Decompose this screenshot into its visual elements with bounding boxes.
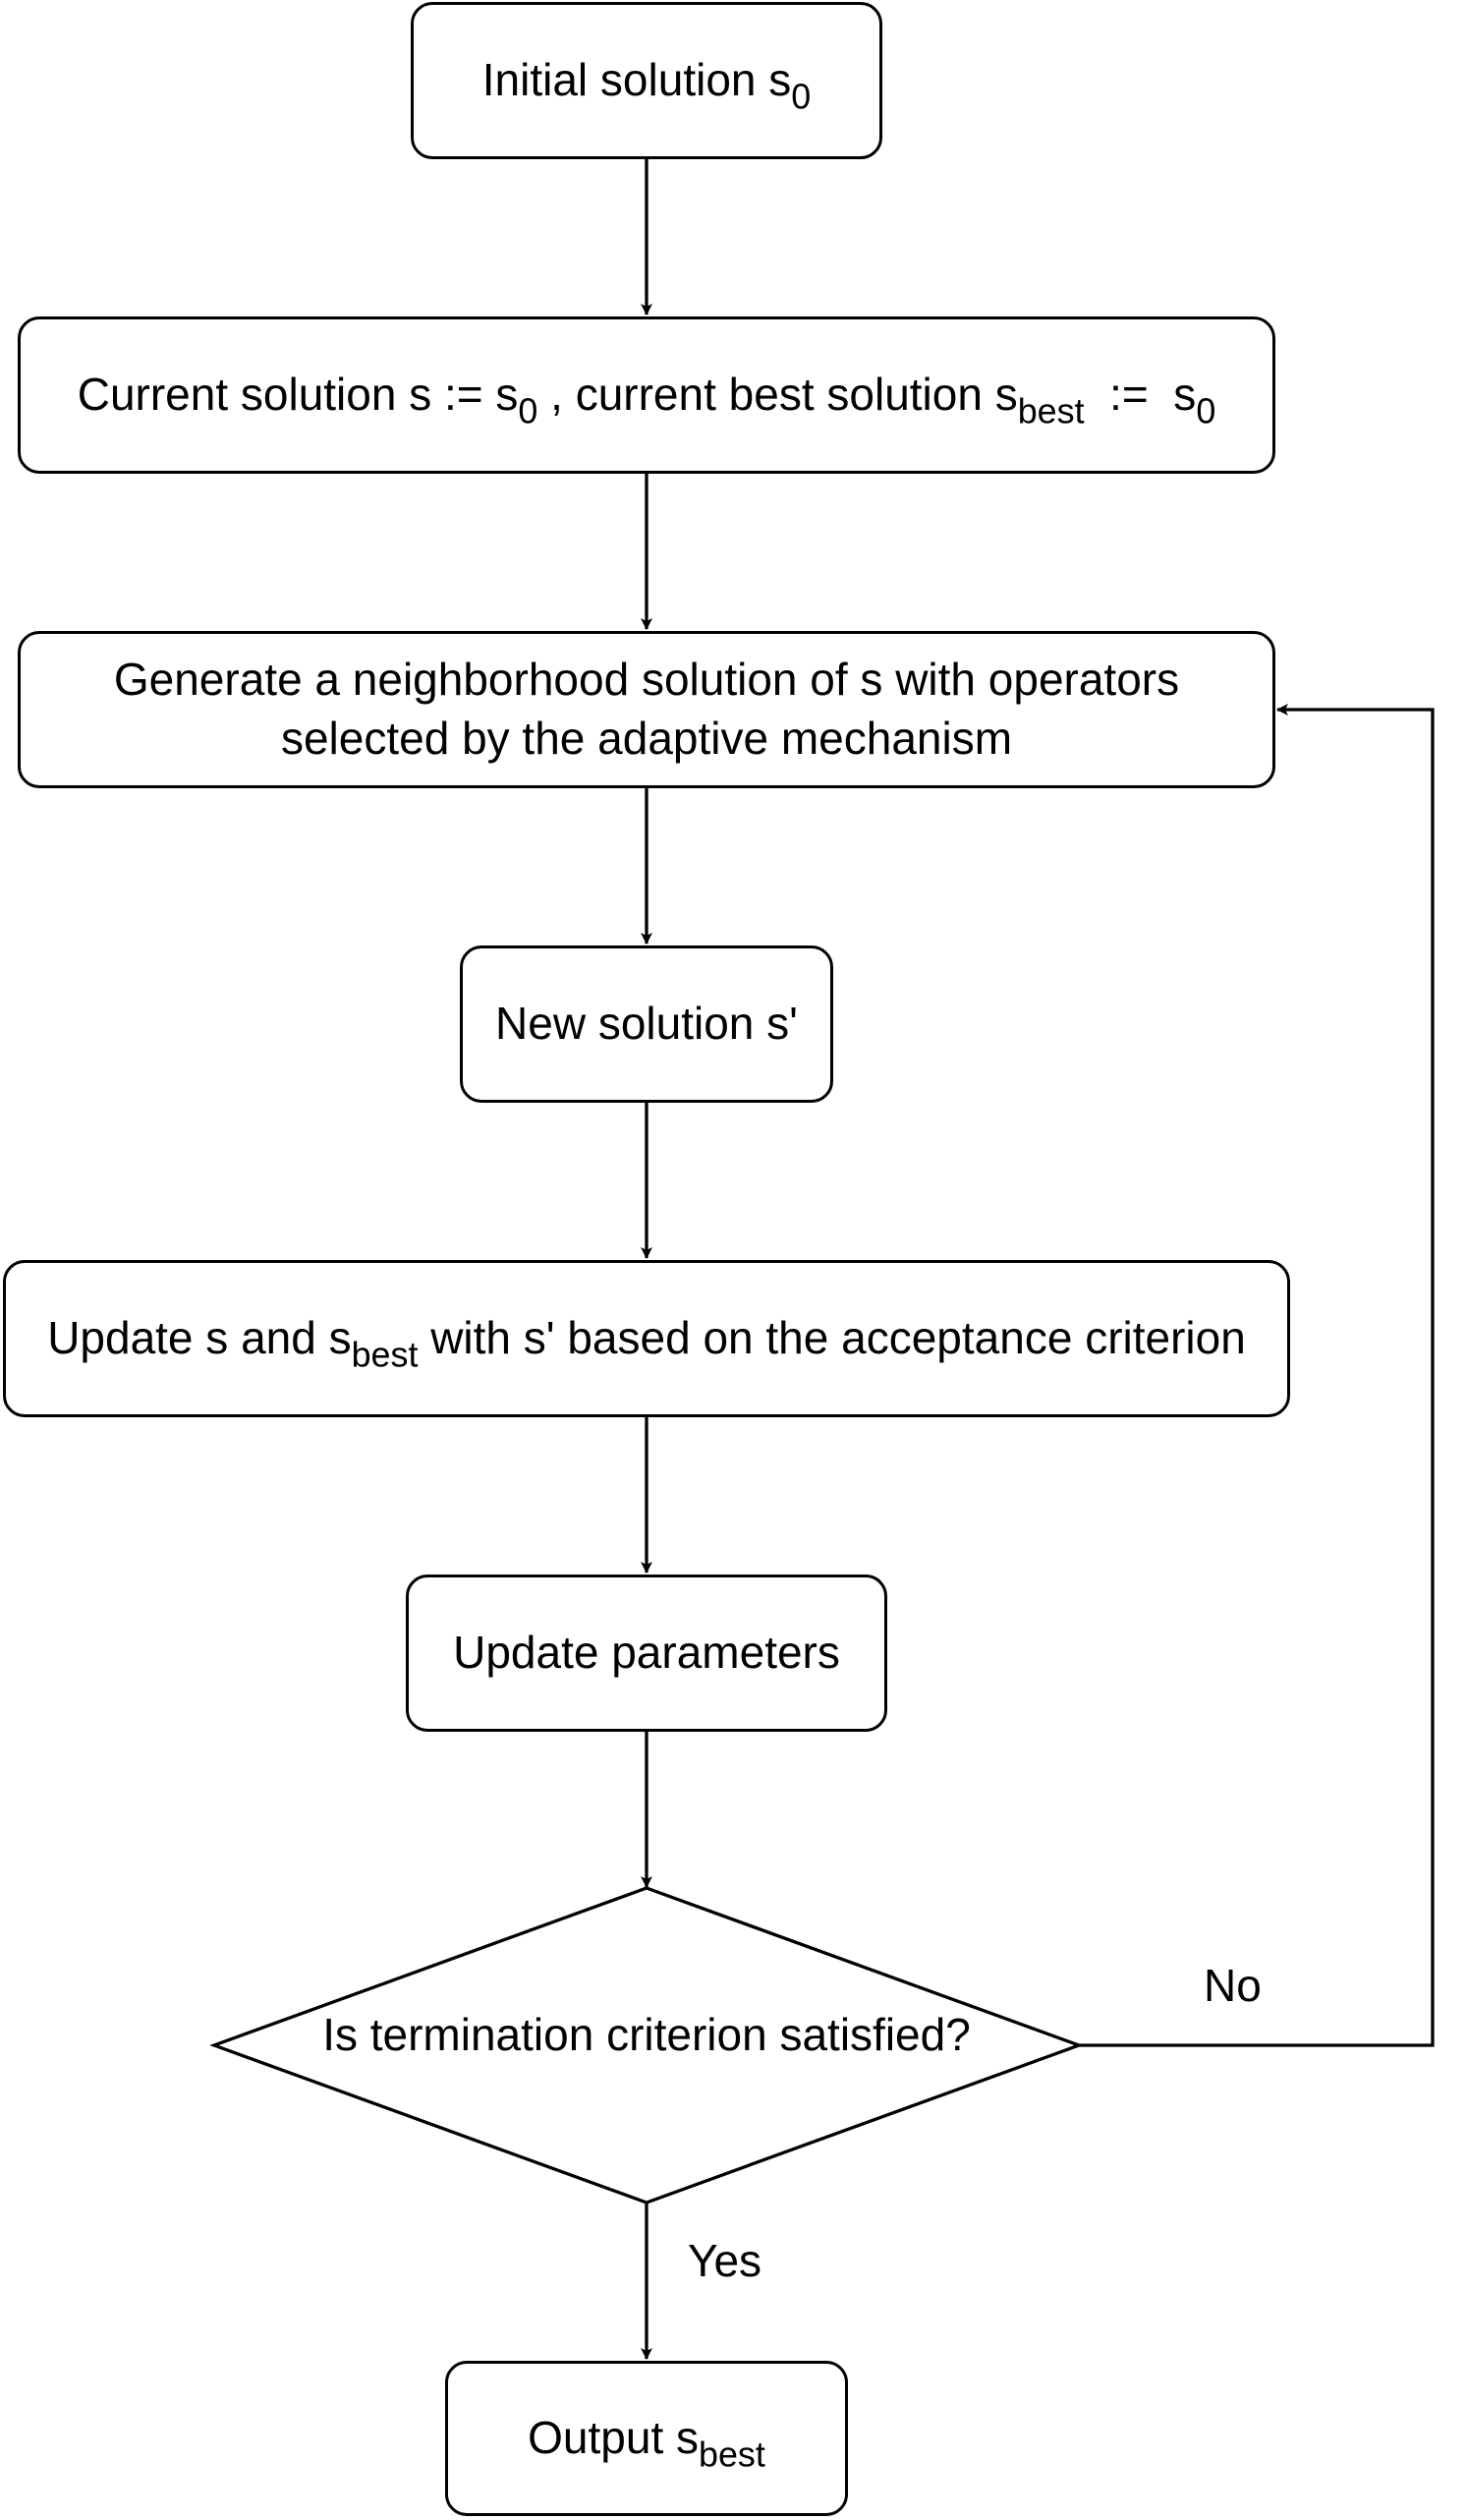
output-node: Output sbest: [445, 2361, 848, 2516]
new-solution-node: New solution s': [460, 945, 833, 1103]
decision-diamond: [209, 1886, 1084, 2205]
current-solution-node: Current solution s := s0 , current best …: [18, 316, 1275, 474]
initial-solution-node: Initial solution s0: [411, 2, 882, 159]
generate-line-2: selected by the adaptive mechanism: [280, 713, 1013, 764]
generate-neighborhood-node: Generate a neighborhood solution of s wi…: [18, 631, 1275, 788]
update-solution-label: Update s and sbest with s' based on the …: [47, 1312, 1246, 1375]
update-solution-node: Update s and sbest with s' based on the …: [3, 1260, 1290, 1417]
generate-line-1: Generate a neighborhood solution of s wi…: [113, 654, 1180, 706]
initial-solution-label: Initial solution s0: [481, 54, 812, 117]
output-label: Output sbest: [528, 2412, 765, 2475]
current-solution-label: Current solution s := s0 , current best …: [77, 369, 1216, 431]
decision-label: Is termination criterion satisfied?: [322, 2009, 971, 2060]
update-parameters-node: Update parameters: [406, 1575, 887, 1732]
new-solution-label: New solution s': [495, 998, 798, 1050]
arrow-no-loop: [1079, 704, 1435, 2047]
no-edge-label: No: [1204, 1960, 1262, 2011]
yes-edge-label: Yes: [688, 2235, 762, 2286]
update-parameters-label: Update parameters: [453, 1627, 840, 1679]
